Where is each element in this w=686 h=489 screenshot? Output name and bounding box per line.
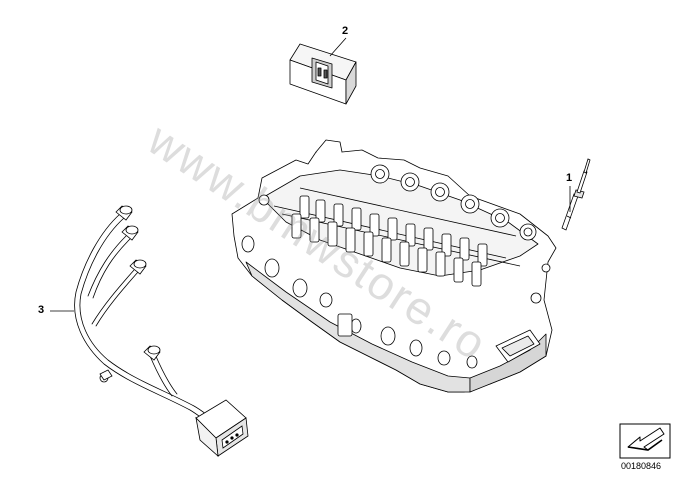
cylinder-head-icon: [231, 139, 557, 393]
glow-plug-relay-icon: [289, 43, 357, 105]
leader-line-2: [329, 37, 347, 57]
document-number: 00180846: [621, 461, 662, 471]
callout-3: 3: [38, 304, 45, 316]
glow-plug-icon: [561, 158, 591, 231]
wiring-harness-icon: [74, 205, 249, 457]
arrow-navigation-icon: [619, 423, 671, 459]
callout-2: 2: [342, 25, 349, 37]
callout-1: 1: [566, 172, 573, 184]
